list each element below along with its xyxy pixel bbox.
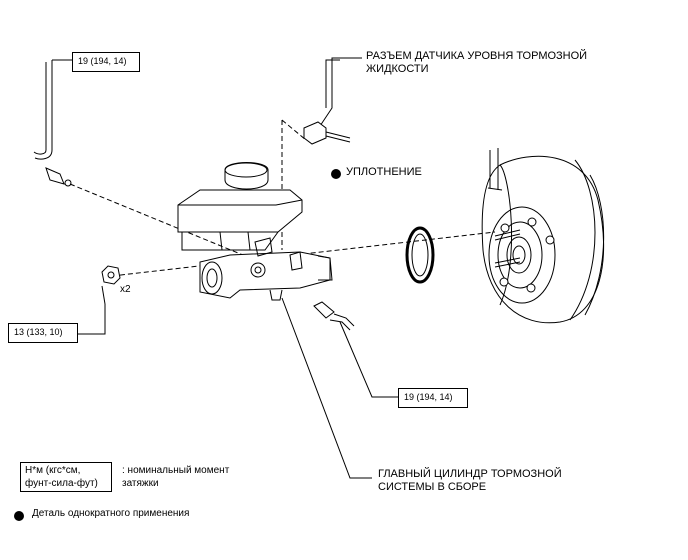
legend-unit-desc-line1: : номинальный момент bbox=[122, 465, 230, 476]
torque-callout-bottom: 19 (194, 14) bbox=[398, 388, 468, 408]
brake-line-bottom bbox=[313, 301, 355, 331]
legend-single-use: Деталь однократного применения bbox=[32, 508, 190, 519]
brake-line-top bbox=[33, 60, 72, 187]
sensor-connector-label-line1: РАЗЪЕМ ДАТЧИКА УРОВНЯ ТОРМОЗНОЙ bbox=[366, 50, 588, 62]
single-use-marker-legend bbox=[14, 511, 24, 521]
nut bbox=[101, 265, 121, 285]
nut-quantity: x2 bbox=[120, 284, 131, 295]
master-cylinder-label: ГЛАВНЫЙ ЦИЛИНДР ТОРМОЗНОЙ СИСТЕМЫ В СБОР… bbox=[378, 468, 562, 494]
sensor-connector bbox=[303, 57, 351, 145]
sensor-connector-label: РАЗЪЕМ ДАТЧИКА УРОВНЯ ТОРМОЗНОЙ ЖИДКОСТИ bbox=[366, 50, 587, 76]
master-cylinder bbox=[177, 162, 333, 301]
master-cylinder-label-line2: СИСТЕМЫ В СБОРЕ bbox=[378, 481, 487, 493]
torque-callout-top: 19 (194, 14) bbox=[72, 52, 140, 72]
legend-unit-line2: фунт-сила-фут) bbox=[25, 478, 98, 489]
legend-unit-box: Н*м (кгс*см, фунт-сила-фут) bbox=[20, 462, 112, 492]
single-use-marker-seal bbox=[331, 169, 341, 179]
master-cylinder-label-line1: ГЛАВНЫЙ ЦИЛИНДР ТОРМОЗНОЙ bbox=[378, 468, 562, 480]
legend-unit-description: : номинальный момент затяжки bbox=[122, 464, 229, 490]
sensor-connector-label-line2: ЖИДКОСТИ bbox=[366, 63, 429, 75]
torque-callout-nut: 13 (133, 10) bbox=[8, 323, 78, 343]
legend-unit-line1: Н*м (кгс*см, bbox=[25, 465, 81, 476]
legend-unit-desc-line2: затяжки bbox=[122, 478, 159, 489]
seal-label: УПЛОТНЕНИЕ bbox=[346, 166, 422, 178]
seal-ring bbox=[405, 226, 435, 284]
brake-booster bbox=[481, 148, 605, 324]
